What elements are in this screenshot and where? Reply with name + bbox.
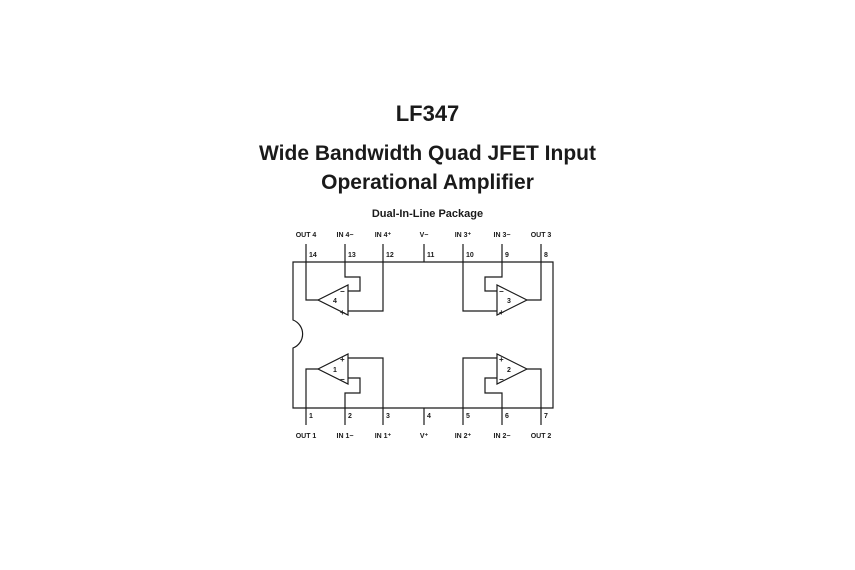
pin-5-number: 5 <box>466 413 470 420</box>
package-label: Dual-In-Line Package <box>371 208 484 220</box>
bottom-pin-names: OUT 1 IN 1− IN 1⁺ V⁺ IN 2⁺ IN 2− OUT 2 <box>296 433 552 440</box>
top-pin-numbers: 14 13 12 11 10 9 8 <box>309 252 548 259</box>
pin-12-number: 12 <box>386 252 394 259</box>
pin-10-name: IN 3⁺ <box>455 232 472 239</box>
amp3-plus-label: + <box>499 308 504 317</box>
pin-12-name: IN 4⁺ <box>375 232 392 239</box>
pin-11-number: 11 <box>427 252 435 259</box>
pin-1-number: 1 <box>309 413 313 420</box>
top-pin-names: OUT 4 IN 4− IN 4⁺ V− IN 3⁺ IN 3− OUT 3 <box>296 232 552 239</box>
pin-8-number: 8 <box>544 252 548 259</box>
part-number-title: LF347 <box>395 101 460 126</box>
pin-2-name: IN 1− <box>337 433 354 440</box>
bottom-pin-leads <box>305 408 542 425</box>
amp4-number: 4 <box>333 298 337 305</box>
pin-13-name: IN 4− <box>337 232 354 239</box>
pin-14-number: 14 <box>309 252 317 259</box>
pin-9-number: 9 <box>505 252 509 259</box>
amp2-number: 2 <box>507 367 511 374</box>
pin-14-name: OUT 4 <box>296 232 317 239</box>
pin-4-name: V⁺ <box>420 433 429 440</box>
pin-3-number: 3 <box>386 413 390 420</box>
pin-11-name: V− <box>420 232 429 239</box>
pin-7-name: OUT 2 <box>531 433 552 440</box>
amp1-number: 1 <box>333 367 337 374</box>
pin-8-name: OUT 3 <box>531 232 552 239</box>
pin-3-name: IN 1⁺ <box>375 433 392 440</box>
amp1-minus-label: − <box>340 375 345 384</box>
amp4-minus-label: − <box>340 287 345 296</box>
pin-6-name: IN 2− <box>494 433 511 440</box>
pin-6-number: 6 <box>505 413 509 420</box>
pin-13-number: 13 <box>348 252 356 259</box>
pin-10-number: 10 <box>466 252 474 259</box>
amp1-plus-label: + <box>340 355 345 364</box>
pin-7-number: 7 <box>544 413 548 420</box>
pin-2-number: 2 <box>348 413 352 420</box>
package-outline <box>292 261 554 409</box>
description-line-1: Wide Bandwidth Quad JFET Input <box>259 142 596 165</box>
description-line-2: Operational Amplifier <box>321 171 534 194</box>
pin-9-name: IN 3− <box>494 232 511 239</box>
bottom-pin-numbers: 1 2 3 4 5 6 7 <box>309 413 548 420</box>
pin-1-name: OUT 1 <box>296 433 317 440</box>
amp4-plus-label: + <box>340 308 345 317</box>
pin-4-number: 4 <box>427 413 431 420</box>
op-amp-2: + − 2 <box>462 353 542 408</box>
op-amp-3: − + 3 <box>462 262 542 317</box>
amp3-number: 3 <box>507 298 511 305</box>
top-pin-leads <box>305 244 542 262</box>
amp2-minus-label: − <box>499 375 504 384</box>
amp3-minus-label: − <box>499 287 504 296</box>
op-amp-4: − + 4 <box>305 262 384 317</box>
pin-5-name: IN 2⁺ <box>455 433 472 440</box>
amp2-plus-label: + <box>499 355 504 364</box>
op-amp-1: + − 1 <box>305 353 384 408</box>
